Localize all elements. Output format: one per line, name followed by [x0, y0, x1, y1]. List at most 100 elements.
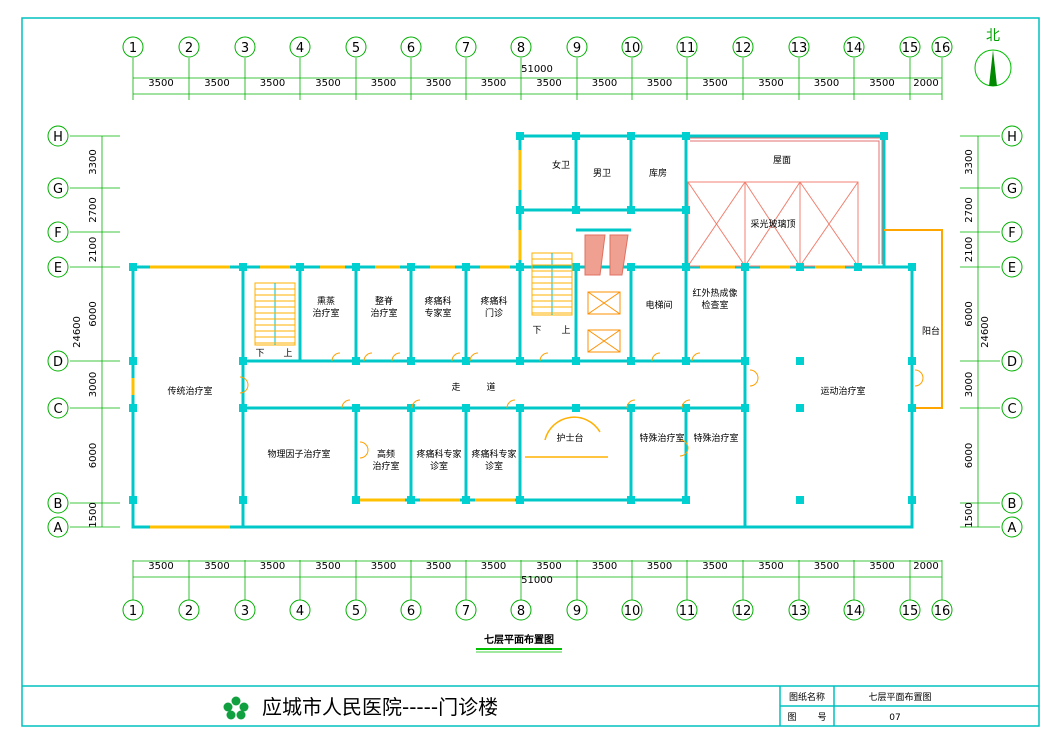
dimension-label: 3500	[702, 78, 727, 89]
room-infrared-2: 检查室	[701, 299, 728, 311]
north-compass-icon	[974, 49, 1012, 87]
axis-number-label: 14	[846, 604, 863, 619]
axis-number-label: 15	[902, 41, 919, 56]
room-special-2: 特殊治疗室	[693, 432, 738, 444]
hospital-name: 应城市人民医院-----门诊楼	[262, 695, 498, 719]
room-spine: 整脊	[375, 295, 393, 307]
axis-letter-label: H	[53, 130, 63, 145]
axis-bubble	[47, 516, 69, 538]
axis-number-label: 1	[129, 604, 137, 619]
dimension-label: 3500	[315, 78, 340, 89]
row-dimension-label: 3300	[964, 149, 975, 174]
axis-bubble	[47, 397, 69, 419]
room-pain-consult-2: 疼痛科专家	[471, 448, 516, 460]
axis-bubble	[289, 36, 311, 58]
axis-bubble	[1001, 516, 1023, 538]
elevator-shafts	[584, 234, 629, 353]
axis-letter-label: G	[53, 182, 63, 197]
dimension-label: 3500	[592, 561, 617, 572]
dimension-label: 3500	[702, 561, 727, 572]
room-pain-clinic: 疼痛科	[480, 295, 507, 307]
axis-bubble	[1001, 221, 1023, 243]
axis-letter-label: F	[1008, 226, 1015, 241]
axis-letter-label: D	[1007, 355, 1017, 370]
axis-bubble	[47, 350, 69, 372]
axis-letter-label: G	[1007, 182, 1017, 197]
axis-number-label: 15	[902, 604, 919, 619]
axis-number-label: 12	[735, 41, 752, 56]
dimension-label: 3500	[426, 561, 451, 572]
drawing-frame	[21, 17, 1040, 727]
axis-number-label: 11	[679, 41, 696, 56]
row-dimension-label: 1500	[88, 502, 99, 527]
axis-bubble	[1001, 350, 1023, 372]
axis-letter-label: B	[54, 497, 63, 512]
room-hf: 高频	[377, 448, 395, 460]
room-fumigation: 熏蒸	[317, 295, 335, 307]
axis-bubble	[931, 36, 953, 58]
axis-number-label: 5	[352, 41, 360, 56]
room-elevator: 电梯间	[645, 299, 672, 311]
dimension-label: 3500	[592, 78, 617, 89]
room-pain-consult-2b: 诊室	[485, 460, 503, 472]
axis-bubble	[47, 177, 69, 199]
dimension-label: 3500	[148, 561, 173, 572]
row-dimension-label: 1500	[964, 502, 975, 527]
dimension-label: 3500	[204, 561, 229, 572]
axis-number-label: 1	[129, 41, 137, 56]
room-skylight: 采光玻璃顶	[750, 218, 795, 230]
row-dimension-label: 3000	[88, 372, 99, 397]
dimension-label: 3500	[260, 561, 285, 572]
dimension-label: 3500	[814, 561, 839, 572]
axis-number-label: 9	[573, 604, 581, 619]
row-dimension-label: 2100	[964, 237, 975, 262]
axis-bubble	[566, 36, 588, 58]
row-dimension-label: 6000	[964, 301, 975, 326]
axis-bubble	[843, 36, 865, 58]
row-dimension-total: 24600	[72, 316, 83, 348]
axis-number-label: 7	[462, 604, 470, 619]
axis-number-label: 3	[241, 41, 249, 56]
axis-bubble	[47, 492, 69, 514]
axis-bubble	[47, 256, 69, 278]
dimension-label: 3500	[814, 78, 839, 89]
title-no-value: 07	[889, 713, 900, 723]
room-physio: 物理因子治疗室	[267, 448, 330, 460]
axis-number-label: 10	[624, 604, 641, 619]
axis-number-label: 16	[934, 604, 951, 619]
axis-bubble	[1001, 256, 1023, 278]
dimension-label: 3500	[371, 561, 396, 572]
dimension-label: 2000	[913, 78, 938, 89]
axis-layer: 1122334455667788991010111112121313141415…	[47, 36, 1023, 621]
nurse-station-counter	[525, 416, 608, 458]
dimension-label: 3500	[869, 561, 894, 572]
stair-up-left: 上	[283, 348, 292, 359]
axis-bubble	[899, 36, 921, 58]
dimension-label: 3500	[869, 78, 894, 89]
axis-bubble	[732, 36, 754, 58]
axis-number-label: 4	[296, 41, 304, 56]
room-pain-consult-1: 疼痛科专家	[416, 448, 461, 460]
room-roof: 屋面	[773, 155, 791, 166]
axis-bubble	[455, 36, 477, 58]
balcony-outline	[884, 229, 943, 409]
dimension-label: 3500	[647, 561, 672, 572]
dimension-label: 3500	[647, 78, 672, 89]
room-hf-2: 治疗室	[372, 460, 399, 472]
room-traditional: 传统治疗室	[167, 385, 212, 397]
axis-number-label: 16	[934, 41, 951, 56]
axis-letter-label: H	[1007, 130, 1017, 145]
dimension-label: 3500	[148, 78, 173, 89]
dimension-label: 2000	[913, 561, 938, 572]
structural-columns	[129, 132, 916, 504]
axis-bubble	[1001, 125, 1023, 147]
dimension-label: 3500	[481, 78, 506, 89]
stair-down-left: 下	[255, 349, 264, 359]
room-fumigation-2: 治疗室	[312, 307, 339, 319]
axis-number-label: 2	[185, 604, 193, 619]
dimension-total: 51000	[521, 64, 553, 75]
door-swings	[239, 352, 924, 459]
axis-number-label: 14	[846, 41, 863, 56]
room-toilet-female: 女卫	[552, 159, 570, 171]
